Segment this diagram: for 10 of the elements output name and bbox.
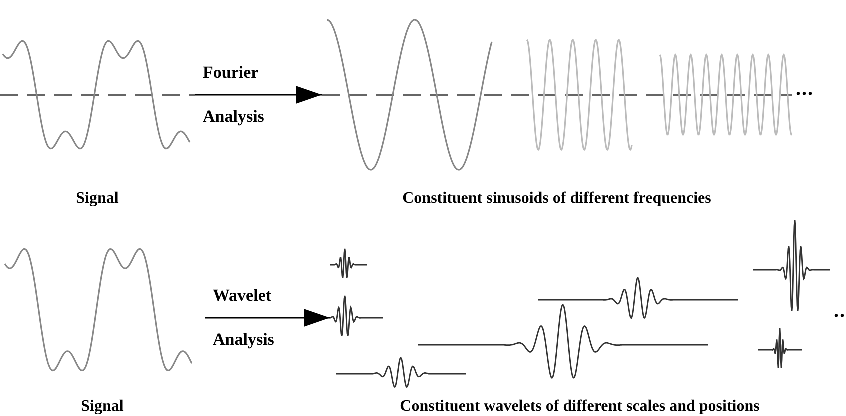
ellipsis: ..	[834, 300, 846, 323]
edge-label: Fourier Analysis	[203, 62, 266, 128]
ellipsis: ...	[796, 78, 814, 101]
edge-label: Wavelet Analysis	[213, 285, 276, 351]
node-label: Signal	[76, 190, 119, 208]
arrow	[205, 309, 330, 327]
node-label: Constituent sinusoids of different frequencies	[402, 190, 712, 208]
node-label: Constituent wavelets of different scales and positions	[400, 398, 760, 416]
node-label: Signal	[81, 398, 124, 416]
arrow	[195, 86, 322, 104]
